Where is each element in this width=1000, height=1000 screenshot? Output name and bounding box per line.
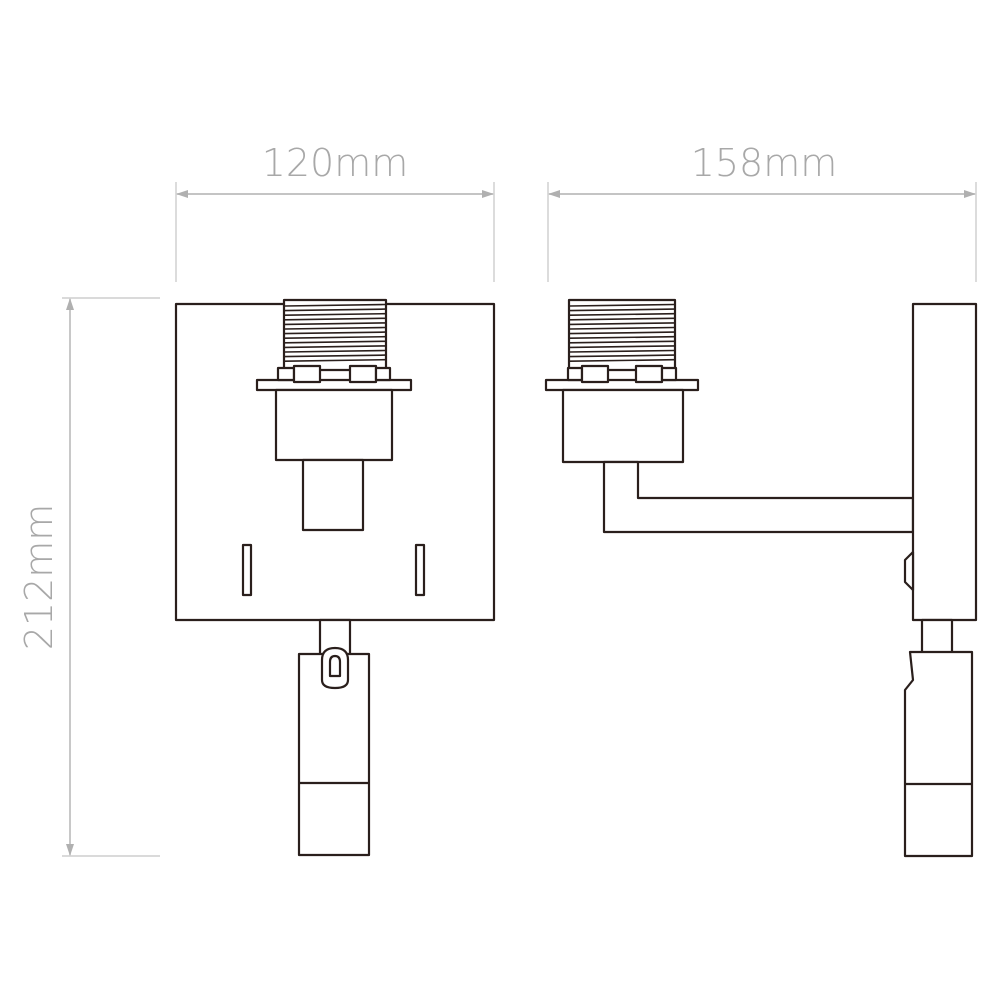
width-label: 120mm [262, 141, 409, 185]
thread-line [284, 303, 386, 307]
side-lamp-holder [544, 298, 700, 464]
side-wall-plate [911, 302, 978, 622]
side-view [544, 298, 978, 858]
thread-line [284, 358, 386, 362]
side-arm [602, 460, 915, 534]
dimension-height: 212mm [17, 297, 160, 857]
thread-line [569, 358, 675, 362]
thread-line [569, 312, 675, 316]
thread-line [569, 308, 675, 312]
thread-line [284, 345, 386, 349]
front-lamp-holder [255, 298, 413, 532]
thread-line [284, 340, 386, 344]
thread-line [569, 340, 675, 344]
thread-line [569, 335, 675, 339]
switch-slot-right [414, 543, 426, 597]
thread-line [284, 335, 386, 339]
thread-line [284, 331, 386, 335]
thread-line [569, 303, 675, 307]
thread-line [569, 331, 675, 335]
thread-line [569, 345, 675, 349]
thread-line [284, 322, 386, 326]
thread-line [284, 308, 386, 312]
front-view [174, 298, 496, 857]
thread-line [284, 349, 386, 353]
side-reading-light [903, 618, 974, 858]
thread-line [569, 349, 675, 353]
thread-line [284, 312, 386, 316]
depth-label: 158mm [691, 141, 838, 185]
thread-line [569, 317, 675, 321]
side-switch-toggle [903, 550, 915, 592]
thread-line [569, 326, 675, 330]
dimension-width: 120mm [175, 141, 495, 282]
switch-slot-left [241, 543, 253, 597]
thread-line [284, 317, 386, 321]
thread-line [284, 326, 386, 330]
thread-line [569, 322, 675, 326]
thread-line [284, 354, 386, 358]
dimension-depth: 158mm [547, 141, 977, 282]
height-label: 212mm [17, 504, 61, 651]
thread-line [569, 354, 675, 358]
front-reading-light [297, 618, 371, 857]
